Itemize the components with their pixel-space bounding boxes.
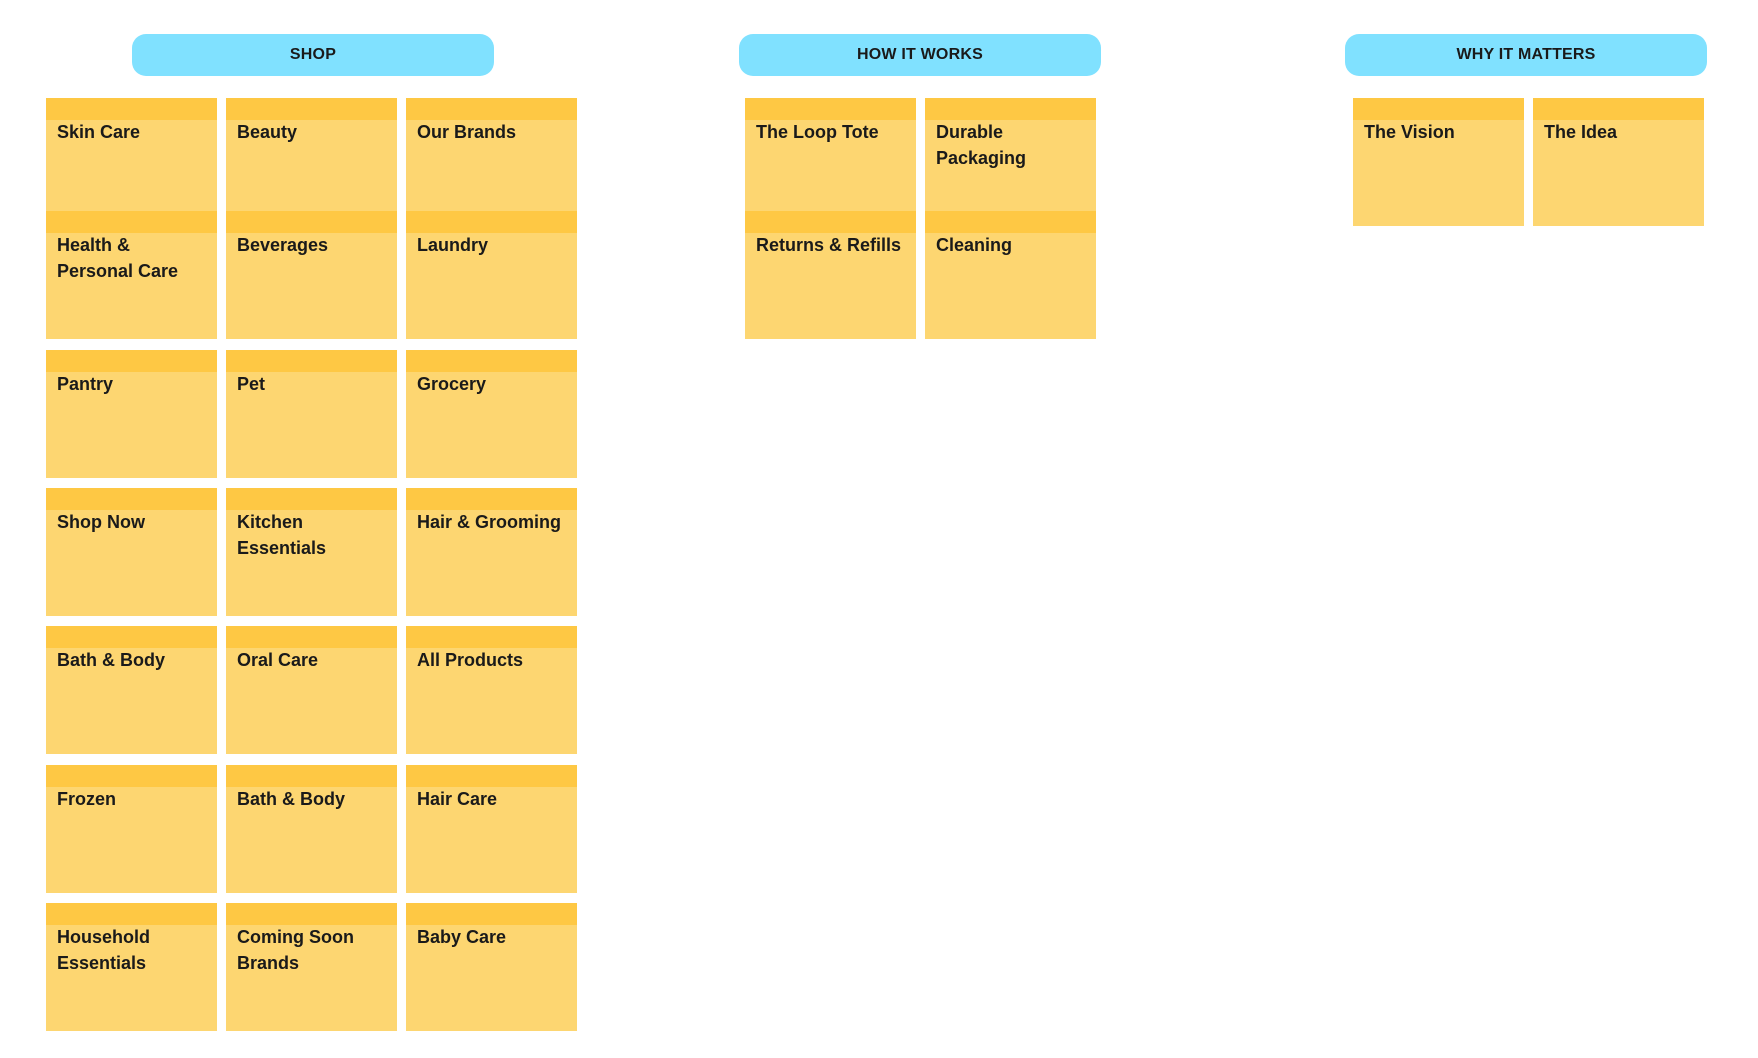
sticky-note[interactable]: Pantry [46,350,217,478]
sticky-note-label: All Products [417,650,524,670]
sticky-note-label: Oral Care [237,650,319,670]
sticky-note-label: Grocery [417,374,487,394]
sticky-note-label: Shop Now [57,512,145,532]
sticky-note-label: Pet [237,374,266,394]
sticky-note[interactable]: Laundry [406,211,577,339]
sticky-note-label: Skin Care [57,122,141,142]
sticky-note[interactable]: Bath & Body [46,626,217,754]
sticky-note[interactable]: Bath & Body [226,765,397,893]
sticky-note-label: Bath & Body [237,789,345,809]
sticky-note[interactable]: The Idea [1533,98,1704,226]
sticky-note-label: Laundry [417,235,489,255]
sticky-note[interactable]: Household Essentials [46,903,217,1031]
sticky-note-label: Coming Soon Brands [237,927,354,973]
sticky-note[interactable]: Baby Care [406,903,577,1031]
sticky-note[interactable]: Durable Packaging [925,98,1096,226]
sticky-note-label: Returns & Refills [756,235,902,255]
sticky-note[interactable]: Cleaning [925,211,1096,339]
sticky-note-label: Pantry [57,374,114,394]
sticky-note-label: The Idea [1544,122,1618,142]
sticky-note-label: Cleaning [936,235,1013,255]
sticky-note[interactable]: Health & Personal Care [46,211,217,339]
sticky-note[interactable]: Beverages [226,211,397,339]
column-header-why-it-matters[interactable]: WHY IT MATTERS [1345,34,1707,76]
sticky-note-label: Hair Care [417,789,498,809]
sticky-note[interactable]: The Vision [1353,98,1524,226]
sticky-note[interactable]: All Products [406,626,577,754]
sticky-note[interactable]: Returns & Refills [745,211,916,339]
sticky-note-label: Our Brands [417,122,517,142]
sticky-note[interactable]: Hair & Grooming [406,488,577,616]
sticky-note-label: Beverages [237,235,329,255]
sticky-note[interactable]: Oral Care [226,626,397,754]
sticky-note-label: Kitchen Essentials [237,512,327,558]
sticky-note[interactable]: Coming Soon Brands [226,903,397,1031]
column-header-how-it-works[interactable]: HOW IT WORKS [739,34,1101,76]
sticky-note[interactable]: The Loop Tote [745,98,916,226]
sticky-note-label: Household Essentials [57,927,150,973]
sticky-note-label: Beauty [237,122,298,142]
sticky-note[interactable]: Shop Now [46,488,217,616]
sticky-note-label: Baby Care [417,927,507,947]
sticky-note[interactable]: Skin Care [46,98,217,226]
sticky-note-label: Hair & Grooming [417,512,562,532]
sticky-note-label: Health & Personal Care [57,235,179,281]
sticky-note[interactable]: Pet [226,350,397,478]
column-header-shop[interactable]: SHOP [132,34,494,76]
sticky-note[interactable]: Our Brands [406,98,577,226]
sticky-note-label: The Loop Tote [756,122,879,142]
sticky-note[interactable]: Grocery [406,350,577,478]
sticky-note[interactable]: Hair Care [406,765,577,893]
sticky-note-label: The Vision [1364,122,1455,142]
sticky-note-label: Bath & Body [57,650,165,670]
sticky-note[interactable]: Frozen [46,765,217,893]
sticky-note-label: Durable Packaging [936,122,1027,168]
sticky-note-label: Frozen [57,789,117,809]
sticky-note[interactable]: Beauty [226,98,397,226]
sticky-note[interactable]: Kitchen Essentials [226,488,397,616]
